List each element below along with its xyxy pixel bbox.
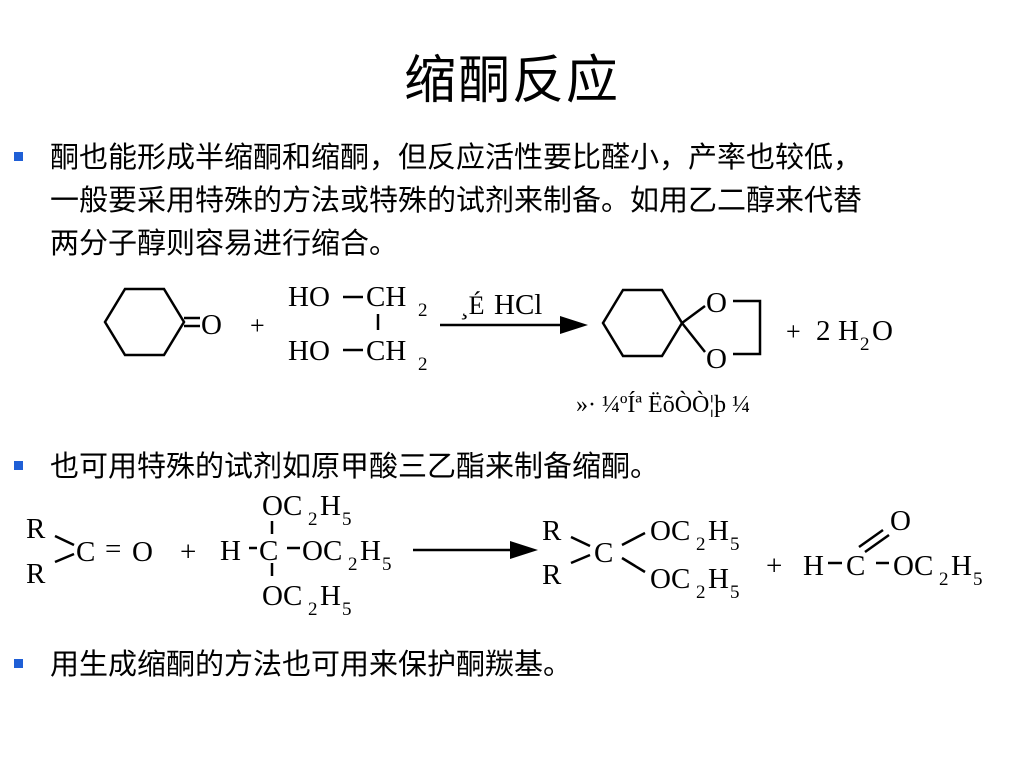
reaction-2 [54, 521, 890, 576]
formate-h: H [951, 550, 972, 582]
ring-oxygen-bottom: O [706, 343, 727, 375]
product-h: H [708, 515, 729, 547]
garbled-caption: »· ¼ºÍª ËõÒÒ¦þ ¼ [576, 391, 750, 418]
page-title: 缩酮反应 [403, 51, 620, 111]
dioxolane-bond [733, 299, 762, 356]
carbonyl-oxygen: O [132, 536, 153, 568]
ketone-oxygen: O [201, 309, 222, 341]
water-coefficient: 2 [816, 315, 831, 347]
paragraph-line: 酮也能形成半缩酮和缩酮，但反应活性要比醛小，产率也较低， [50, 140, 863, 174]
subscript: 2 [696, 534, 706, 555]
bond [681, 322, 706, 353]
double-bond-sign: = [105, 533, 121, 565]
subscript: 5 [730, 582, 740, 603]
paragraph-3: 用生成缩酮的方法也可用来保护酮羰基。 [50, 643, 1010, 686]
diol-ho-top: HO [288, 281, 330, 313]
paragraph-line: 也可用特殊的试剂如原甲酸三乙酯来制备缩酮。 [50, 449, 660, 483]
plus-sign: + [180, 536, 196, 568]
diol-sub-top: 2 [418, 300, 428, 321]
bullet-marker [14, 461, 23, 470]
bond [54, 534, 75, 547]
paragraph-2: 也可用特殊的试剂如原甲酸三乙酯来制备缩酮。 [50, 445, 1010, 488]
plus-sign: + [786, 317, 801, 346]
product-r-top: R [542, 515, 562, 547]
subscript: 5 [730, 534, 740, 555]
orthoester-hydrogen: H [220, 535, 241, 567]
orthoester-oc-bottom: OC [262, 580, 302, 612]
subscript: 5 [342, 599, 352, 620]
formate-oc: OC [893, 550, 933, 582]
paragraph-line: 两分子醇则容易进行缩合。 [50, 226, 399, 260]
diol-ch-bottom: CH [366, 335, 406, 367]
water-o: O [872, 315, 893, 347]
bond [621, 556, 646, 574]
carbonyl-double-bond [864, 533, 890, 554]
water-sub: 2 [860, 334, 870, 355]
subscript: 2 [939, 569, 949, 590]
formate-carbon: C [846, 550, 865, 582]
orthoester-h: H [320, 490, 341, 522]
r-group-bottom: R [26, 558, 46, 590]
catalyst-label: HCl [494, 289, 542, 321]
water-h: H [838, 315, 859, 347]
bond [621, 531, 646, 547]
cyclohexane-ring [601, 288, 684, 358]
arrow-head [510, 541, 538, 559]
subscript: 2 [308, 509, 318, 530]
diol-sub-bottom: 2 [418, 354, 428, 375]
orthoester-oc-top: OC [262, 490, 302, 522]
diol-ch-top: CH [366, 281, 406, 313]
subscript: 5 [382, 554, 392, 575]
subscript: 2 [308, 599, 318, 620]
product-r-bottom: R [542, 559, 562, 591]
bullet-marker [14, 659, 23, 668]
catalyst-prefix: ¸É [460, 291, 485, 320]
paragraph-line: 用生成缩酮的方法也可用来保护酮羰基。 [50, 647, 573, 681]
subscript: 5 [342, 509, 352, 530]
bullet-marker [14, 152, 23, 161]
subscript: 5 [973, 569, 983, 590]
bond [570, 553, 591, 565]
orthoester-oc-right: OC [302, 535, 342, 567]
product-carbon: C [594, 537, 613, 569]
bond [570, 535, 591, 548]
cyclohexane-ring [103, 287, 186, 357]
reaction-1 [103, 287, 762, 358]
orthoester-h: H [360, 535, 381, 567]
bond [681, 304, 706, 325]
plus-sign: + [766, 550, 782, 582]
product-oc-top: OC [650, 515, 690, 547]
formate-hydrogen: H [803, 550, 824, 582]
orthoester-h: H [320, 580, 341, 612]
formate-oxygen-top: O [890, 505, 911, 537]
paragraph-line: 一般要采用特殊的方法或特殊的试剂来制备。如用乙二醇来代替 [50, 183, 863, 217]
subscript: 2 [696, 582, 706, 603]
bond [54, 552, 75, 564]
ring-oxygen-top: O [706, 287, 727, 319]
r-group-top: R [26, 513, 46, 545]
orthoester-carbon: C [259, 535, 278, 567]
subscript: 2 [348, 554, 358, 575]
product-h: H [708, 563, 729, 595]
plus-sign: + [250, 311, 265, 340]
product-oc-bottom: OC [650, 563, 690, 595]
diol-ho-bottom: HO [288, 335, 330, 367]
paragraph-1: 酮也能形成半缩酮和缩酮，但反应活性要比醛小，产率也较低， 一般要采用特殊的方法或… [50, 136, 1010, 265]
carbonyl-carbon: C [76, 536, 95, 568]
carbonyl-double-bond [858, 528, 884, 549]
arrow-head [560, 316, 588, 334]
